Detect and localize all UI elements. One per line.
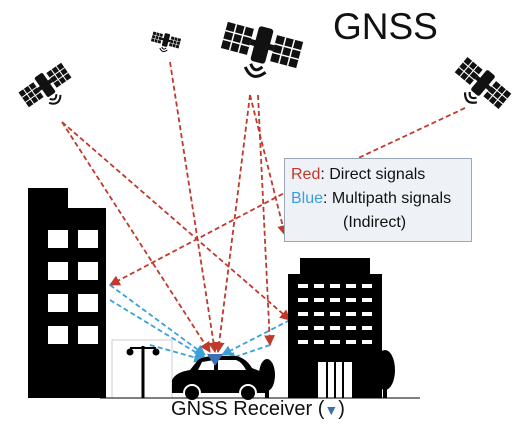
caption-text: GNSS Receiver ( <box>171 398 325 420</box>
legend-indirect-row: (Indirect) <box>343 214 407 231</box>
receiver-caption: GNSS Receiver (▼) <box>0 398 516 421</box>
caption-close: ) <box>338 398 345 420</box>
right-building-icon <box>288 258 382 398</box>
street-lamp-icon <box>111 339 173 399</box>
receiver-marker-icon <box>207 354 223 366</box>
diagram-title: GNSS <box>333 6 438 47</box>
satellite-center-icon <box>214 16 306 88</box>
legend-direct-row: Red: Direct signals <box>291 163 471 187</box>
satellite-right-icon <box>444 53 515 121</box>
legend-box: Red: Direct signals Blue: Multipath sign… <box>284 158 472 242</box>
legend-multipath-row: Blue: Multipath signals <box>291 187 471 211</box>
legend-blue-word: Blue <box>291 190 324 207</box>
caption-triangle-icon: ▼ <box>324 402 339 418</box>
multipath-signal-lines <box>109 284 291 363</box>
left-building-icon <box>28 188 106 398</box>
car-icon <box>172 356 268 402</box>
satellite-small-icon <box>148 29 183 56</box>
satellite-left-icon <box>15 59 80 119</box>
legend-blue-text: : Multipath signals <box>323 190 452 207</box>
legend-red-word: Red <box>291 166 321 183</box>
legend-red-text: : Direct signals <box>320 166 426 183</box>
tree-left-icon <box>259 359 275 398</box>
